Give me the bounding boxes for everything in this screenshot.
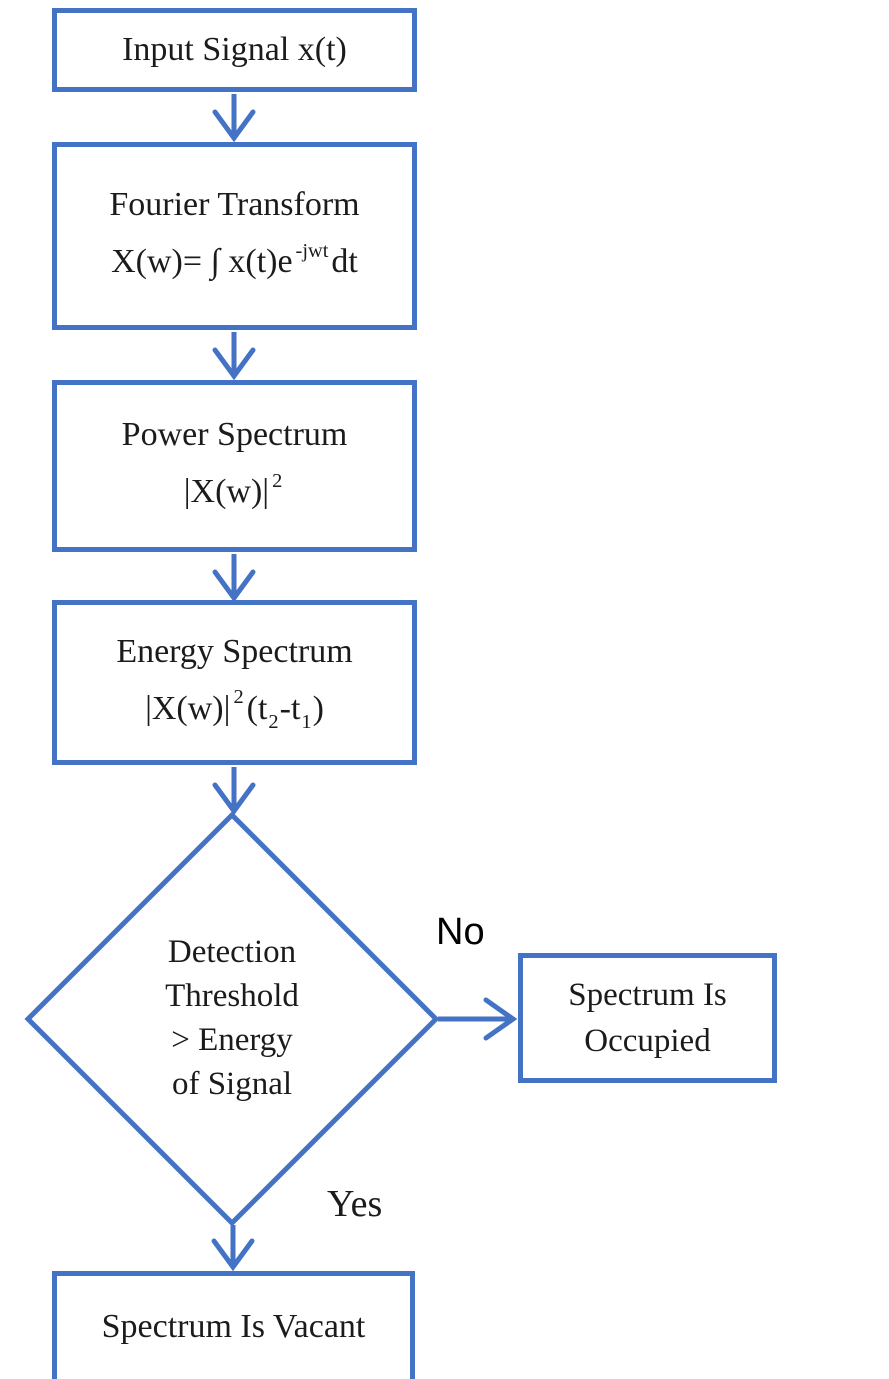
decision-line: > Energy (171, 1022, 293, 1058)
power-spectrum-formula: |X(w)|2 (184, 468, 286, 520)
spectrum-occupied-box: Spectrum Is Occupied (518, 953, 777, 1083)
spectrum-occupied-line1: Spectrum Is (568, 977, 727, 1013)
power-formula-base: |X(w)| (183, 473, 270, 510)
energy-formula-exponent: 2 (233, 686, 244, 709)
input-signal-box: Input Signal x(t) (52, 8, 417, 92)
fourier-transform-formula: X(w)= ∫ x(t)e-jwtdt (111, 238, 358, 290)
energy-formula-close: ) (312, 689, 324, 727)
fourier-formula-exponent: -jwt (295, 239, 329, 262)
power-spectrum-box: Power Spectrum |X(w)|2 (52, 380, 417, 552)
power-spectrum-title: Power Spectrum (121, 416, 348, 453)
energy-spectrum-formula: |X(w)|2(t2-t1) (145, 685, 324, 737)
fourier-formula-base: X(w)= ∫ x(t)e (111, 243, 293, 280)
arrow-fourier-to-power (212, 332, 256, 381)
no-branch-label: No (436, 911, 485, 953)
energy-formula-mid: -t (279, 689, 301, 727)
energy-spectrum-title: Energy Spectrum (116, 632, 353, 670)
spectrum-occupied-line2: Occupied (584, 1023, 711, 1059)
energy-formula-base: |X(w)| (145, 689, 231, 727)
decision-line: Threshold (165, 978, 299, 1014)
fourier-transform-title: Fourier Transform (109, 186, 360, 223)
fourier-formula-dt: dt (331, 243, 358, 280)
yes-branch-label: Yes (327, 1183, 383, 1225)
arrow-decision-to-occupied (438, 997, 518, 1041)
spectrum-vacant-box: Spectrum Is Vacant (52, 1271, 415, 1379)
input-signal-label: Input Signal x(t) (122, 31, 347, 68)
decision-line: Detection (167, 934, 297, 970)
arrow-energy-to-decision (212, 767, 256, 816)
fourier-transform-box: Fourier Transform X(w)= ∫ x(t)e-jwtdt (52, 142, 417, 330)
decision-line: of Signal (171, 1066, 293, 1102)
arrow-decision-to-vacant (211, 1225, 255, 1272)
arrow-input-to-fourier (212, 94, 256, 143)
spectrum-vacant-label: Spectrum Is Vacant (101, 1308, 366, 1345)
decision-diamond-shape (24, 811, 440, 1227)
energy-spectrum-box: Energy Spectrum |X(w)|2(t2-t1) (52, 600, 417, 765)
energy-formula-open: (t (246, 689, 268, 727)
energy-formula-sub1: 1 (301, 710, 312, 733)
energy-formula-sub2: 2 (268, 710, 279, 733)
decision-diamond-text: Detection Threshold > Energy of Signal (92, 930, 372, 1106)
arrow-power-to-energy (212, 554, 256, 603)
power-formula-exponent: 2 (272, 469, 283, 492)
